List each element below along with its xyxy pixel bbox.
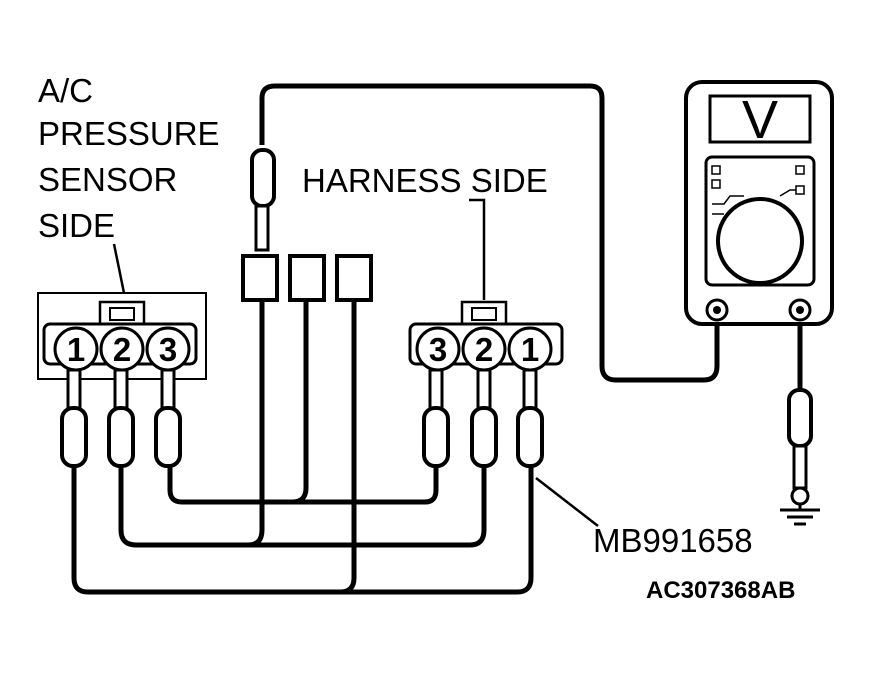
wire-pin2 bbox=[118, 462, 487, 548]
meter-positive-lead bbox=[259, 83, 720, 383]
tap-box-2 bbox=[288, 254, 326, 302]
harness-pin-1-label: 1 bbox=[521, 331, 539, 368]
tap-box-3 bbox=[335, 254, 373, 302]
tap-terminals bbox=[241, 254, 373, 302]
sensor-connector: 1 2 3 bbox=[37, 292, 207, 380]
ground-icon bbox=[780, 504, 820, 526]
sensor-pin-2-label: 2 bbox=[113, 331, 131, 368]
sensor-side-label: A/C PRESSURE SENSOR SIDE bbox=[38, 72, 220, 244]
meter-mode: V bbox=[742, 90, 778, 150]
plug-h2 bbox=[470, 406, 498, 468]
positive-probe bbox=[250, 148, 276, 252]
tap-box-1 bbox=[241, 254, 279, 302]
lead-h3 bbox=[428, 368, 444, 412]
range-marks bbox=[711, 165, 805, 215]
harness-side-leader bbox=[469, 198, 486, 300]
plug-s3 bbox=[154, 406, 182, 468]
harness-connector: 3 2 1 bbox=[408, 300, 564, 372]
range-mark-2 bbox=[711, 179, 721, 189]
positive-jack-hole bbox=[713, 306, 721, 314]
lead-h2 bbox=[476, 368, 492, 412]
sensor-side-leader bbox=[112, 243, 126, 294]
harness-pin-3-label: 3 bbox=[429, 331, 447, 368]
sensor-side-line-1: A/C bbox=[38, 72, 93, 109]
range-mark-4 bbox=[795, 185, 805, 195]
ground-probe bbox=[780, 388, 820, 526]
range-line-1 bbox=[712, 195, 744, 205]
negative-jack-hole bbox=[796, 306, 804, 314]
ground-probe-handle bbox=[787, 388, 813, 448]
plug-h3 bbox=[422, 406, 450, 468]
ground-probe-clip bbox=[790, 486, 810, 506]
ground-probe-tip bbox=[792, 444, 808, 490]
wire-pin2-tap bbox=[247, 300, 265, 548]
lead-s3 bbox=[160, 368, 176, 412]
range-line-2 bbox=[779, 189, 796, 197]
wire-pin1 bbox=[71, 462, 534, 595]
multimeter: V bbox=[684, 80, 834, 326]
wire-pin3 bbox=[167, 462, 439, 505]
selector-dial bbox=[716, 197, 804, 285]
sensor-pin-1-label: 1 bbox=[67, 331, 85, 368]
sensor-side-line-4: SIDE bbox=[38, 207, 115, 244]
sensor-side-line-3: SENSOR bbox=[38, 161, 177, 198]
probe-tip bbox=[254, 204, 270, 252]
wire-pin1-tap bbox=[339, 300, 357, 595]
sensor-pin-3-label: 3 bbox=[159, 331, 177, 368]
plug-h1 bbox=[516, 406, 544, 468]
range-mark-3 bbox=[795, 165, 805, 175]
harness-pin-2-label: 2 bbox=[475, 331, 493, 368]
lead-h1 bbox=[522, 368, 538, 412]
figure-code: AC307368AB bbox=[646, 577, 795, 604]
lead-s1 bbox=[66, 368, 82, 412]
harness-lock-inner bbox=[471, 307, 497, 321]
tool-number-label: MB991658 bbox=[593, 522, 753, 559]
sensor-side-line-2: PRESSURE bbox=[38, 115, 220, 152]
plug-s2 bbox=[107, 406, 135, 468]
wire-pin3-tap bbox=[291, 300, 309, 505]
range-mark-1 bbox=[711, 165, 721, 175]
connector-leads bbox=[60, 368, 544, 468]
sensor-lock-inner bbox=[109, 307, 135, 321]
harness-side-label: HARNESS SIDE bbox=[302, 162, 548, 199]
leader-lines bbox=[112, 198, 599, 527]
plug-s1 bbox=[60, 406, 88, 468]
tool-leader bbox=[535, 477, 599, 527]
meter-display bbox=[708, 94, 812, 144]
lead-s2 bbox=[113, 368, 129, 412]
probe-handle bbox=[250, 148, 276, 208]
